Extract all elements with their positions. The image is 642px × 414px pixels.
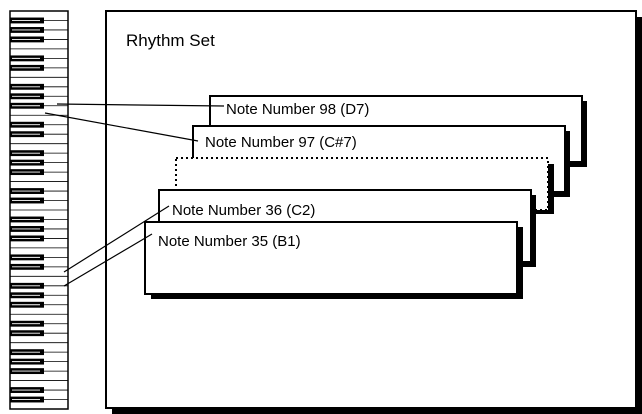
panel-title: Rhythm Set	[126, 31, 215, 50]
card-label: Note Number 97 (C#7)	[205, 134, 357, 151]
leader-lines	[44, 103, 225, 287]
label-gap	[224, 99, 228, 113]
leader-line-36	[63, 205, 170, 273]
leader-line-98	[56, 103, 225, 107]
black-keys	[10, 17, 44, 403]
card-note-35: Note Number 35 (B1)	[144, 221, 523, 299]
white-key-dividers	[10, 20, 68, 400]
card-label: Note Number 36 (C2)	[172, 202, 315, 219]
leader-line-97	[44, 112, 199, 142]
card-label: Note Number 35 (B1)	[158, 233, 301, 250]
leader-line-35	[63, 233, 153, 287]
card-frame	[144, 221, 518, 295]
piano-keyboard	[9, 10, 69, 410]
card-label: Note Number 98 (D7)	[226, 101, 369, 118]
